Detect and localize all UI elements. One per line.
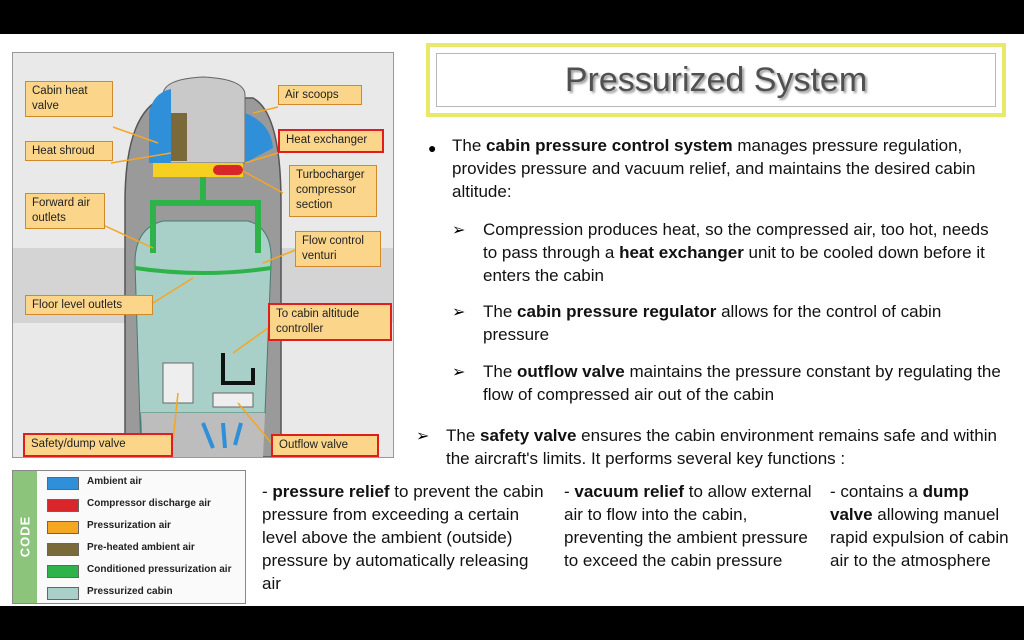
text-bold: dump valve xyxy=(830,482,969,524)
arrow-bullet-icon: ➢ xyxy=(452,364,466,381)
legend-swatch xyxy=(47,587,79,600)
callout-text: Heat shroud xyxy=(32,145,95,157)
heat-exchanger-ambient xyxy=(245,113,273,163)
sub-bullet-2: The cabin pressure regulator allows for … xyxy=(483,300,1003,346)
text-run: The xyxy=(483,362,518,381)
conditioned-air-duct xyxy=(150,177,261,253)
function-vacuum-relief: - vacuum relief to allow external air to… xyxy=(564,480,814,572)
legend-label: Pre-heated ambient air xyxy=(87,542,195,553)
bullet-icon: ● xyxy=(428,140,437,156)
text-run: maintains the pressure constant by regul… xyxy=(483,362,1001,404)
callout-cabin-heat-valve: Cabin heat valve xyxy=(25,81,113,117)
callout-cabin-altitude: To cabin altitude controller xyxy=(268,303,392,341)
legend-label: Pressurization air xyxy=(87,520,171,531)
legend-swatch xyxy=(47,499,79,512)
title-inner-frame xyxy=(436,53,996,107)
callout-text: Flow control venturi xyxy=(302,235,364,262)
callout-safety-dump: Safety/dump valve xyxy=(23,433,173,457)
callout-text: Outflow valve xyxy=(279,439,349,451)
callout-outflow: Outflow valve xyxy=(271,434,379,457)
legend: CODE Ambient air Compressor discharge ai… xyxy=(12,470,246,604)
callout-turbocharger: Turbocharger compressor section xyxy=(289,165,377,217)
legend-swatch xyxy=(47,521,79,534)
callout-forward-outlets: Forward air outlets xyxy=(25,193,105,229)
legend-label: Pressurized cabin xyxy=(87,586,173,597)
text-bold: outflow valve xyxy=(517,362,625,381)
callout-text: Safety/dump valve xyxy=(31,438,126,450)
callout-text: Heat exchanger xyxy=(286,134,368,146)
arrow-bullet-icon: ➢ xyxy=(452,222,466,239)
callout-text: Turbocharger compressor section xyxy=(296,169,365,211)
callout-text: Cabin heat valve xyxy=(32,85,88,112)
slide: Cabin heat valve Air scoops Heat shroud … xyxy=(0,34,1024,606)
legend-swatch xyxy=(47,543,79,556)
function-dump-valve: - contains a dump valve allowing manuel … xyxy=(830,480,1015,572)
callout-flow-control: Flow control venturi xyxy=(295,231,381,267)
pressurization-diagram: Cabin heat valve Air scoops Heat shroud … xyxy=(12,52,394,458)
controller-line xyxy=(221,353,255,385)
callout-text: To cabin altitude controller xyxy=(276,308,360,335)
text-bold: safety valve xyxy=(480,426,577,445)
text-bold: pressure relief xyxy=(272,482,390,501)
outflow-arrows xyxy=(201,422,243,449)
arrow-bullet-icon: ➢ xyxy=(416,428,430,445)
legend-code-band: CODE xyxy=(13,471,37,603)
title-box: Pressurized System xyxy=(426,43,1006,117)
compressor-discharge xyxy=(213,165,243,175)
callout-air-scoops: Air scoops xyxy=(278,85,362,105)
text-run: unit to be cooled down before it enters … xyxy=(483,243,985,285)
main-bullet-text: The cabin pressure control system manage… xyxy=(452,134,1012,203)
function-pressure-relief: - pressure relief to prevent the cabin p… xyxy=(262,480,548,595)
text-run: allowing manuel rapid expulsion of cabin… xyxy=(830,505,1009,570)
callout-floor-outlets: Floor level outlets xyxy=(25,295,153,315)
page-title: Pressurized System xyxy=(564,61,868,99)
text-run: - xyxy=(564,482,575,501)
text-bold: heat exchanger xyxy=(619,243,744,262)
callout-heat-exchanger: Heat exchanger xyxy=(278,129,384,153)
text-run: Compression produces heat, so the compre… xyxy=(483,220,989,262)
text-run: allows for the control of cabin pressure xyxy=(483,302,942,344)
legend-label: Compressor discharge air xyxy=(87,498,211,509)
callout-text: Floor level outlets xyxy=(32,299,123,311)
text-run: The xyxy=(452,136,487,155)
text-run: The xyxy=(483,302,518,321)
legend-label: Ambient air xyxy=(87,476,143,487)
legend-swatch xyxy=(47,477,79,490)
callout-heat-shroud: Heat shroud xyxy=(25,141,113,161)
callout-text: Forward air outlets xyxy=(32,197,91,224)
sub-bullet-1: Compression produces heat, so the compre… xyxy=(483,218,1003,287)
text-run: to allow external air to flow into the c… xyxy=(564,482,812,570)
heat-shroud-shape xyxy=(171,113,187,161)
text-bold: cabin pressure regulator xyxy=(517,302,717,321)
text-run: The xyxy=(446,426,481,445)
text-run: - xyxy=(262,482,273,501)
ambient-air-scoop xyxy=(149,89,171,163)
legend-swatch xyxy=(47,565,79,578)
leader-lines xyxy=(102,106,299,446)
text-run: - contains a xyxy=(830,482,923,501)
arrow-bullet-icon: ➢ xyxy=(452,304,466,321)
text-bold: cabin pressure control system xyxy=(486,136,733,155)
text-run: to prevent the cabin pressure from excee… xyxy=(262,482,544,593)
floor-outlet-duct xyxy=(134,266,272,275)
safety-valve-text: The safety valve ensures the cabin envir… xyxy=(446,424,1012,470)
text-run: ensures the cabin environment remains sa… xyxy=(446,426,997,468)
callout-text: Air scoops xyxy=(285,89,339,101)
text-run: manages pressure regulation, provides pr… xyxy=(452,136,976,201)
outflow-valve-shape xyxy=(212,392,254,408)
legend-code-label: CODE xyxy=(17,515,33,558)
legend-label: Conditioned pressurization air xyxy=(87,564,232,575)
text-bold: vacuum relief xyxy=(574,482,684,501)
sub-bullet-3: The outflow valve maintains the pressure… xyxy=(483,360,1003,406)
